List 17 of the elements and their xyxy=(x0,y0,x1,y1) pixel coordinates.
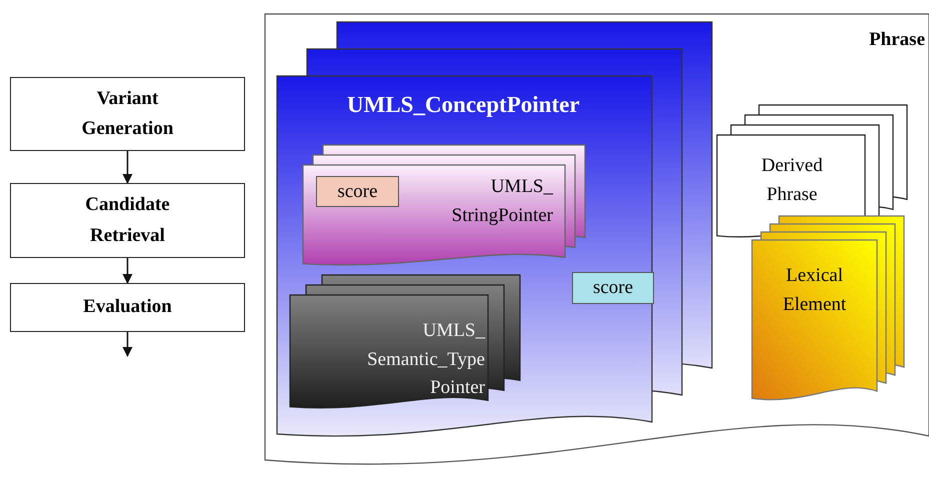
stack-label: Derived Phrase xyxy=(760,154,824,206)
step-label: Candidate Retrieval xyxy=(84,193,171,248)
step-label: Evaluation xyxy=(82,295,173,320)
arrow xyxy=(122,151,132,184)
stack-title: UMLS_ConceptPointer xyxy=(347,91,581,119)
arrow xyxy=(122,332,132,357)
document-title: Phrase xyxy=(868,28,925,52)
process-box xyxy=(10,283,245,332)
stack-label: UMLS_ Semantic_Type Pointer xyxy=(366,319,485,400)
stack-label: UMLS_ StringPointer xyxy=(450,175,553,228)
score-tag: score xyxy=(316,176,399,207)
score-tag: score xyxy=(572,272,654,304)
step-label: Variant Generation xyxy=(80,86,174,141)
stack-label: Lexical Element xyxy=(782,264,848,316)
process-box xyxy=(10,77,245,151)
arrow xyxy=(122,258,132,284)
process-box xyxy=(10,183,245,258)
